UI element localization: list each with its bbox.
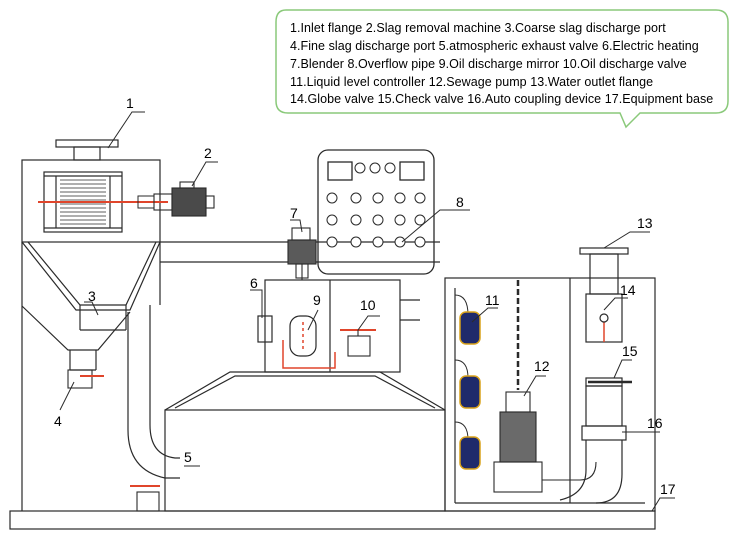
callout-17: 17: [660, 481, 676, 497]
callout-1: 1: [126, 95, 134, 111]
callout-7: 7: [290, 205, 298, 221]
callout-8: 8: [456, 194, 464, 210]
callout-13: 13: [637, 215, 653, 231]
callout-14: 14: [620, 282, 636, 298]
screen-drum-bars: [60, 179, 106, 225]
legend-line-4: 11.Liquid level controller 12.Sewage pum…: [290, 75, 654, 89]
oil-discharge-mirror: [282, 315, 336, 369]
outlet-riser: [559, 247, 632, 504]
callout-11: 11: [485, 292, 500, 308]
callout-3: 3: [88, 288, 96, 304]
callout-6: 6: [250, 275, 258, 291]
fine-slag-valve: [67, 369, 104, 389]
legend-bubble: [275, 9, 729, 129]
callout-5: 5: [184, 449, 192, 465]
callout-15: 15: [622, 343, 638, 359]
blender: [287, 227, 317, 280]
drive-shaft: [38, 195, 168, 209]
legend-line-2: 4.Fine slag discharge port 5.atmospheric…: [290, 39, 699, 53]
motor: [153, 181, 215, 217]
leader-lines: [59, 111, 675, 512]
liquid-level-controllers: [454, 294, 481, 470]
connecting-pipes: [127, 241, 440, 479]
equipment-base: [9, 510, 656, 530]
sewage-compartment: [444, 277, 656, 512]
main-tank: [164, 279, 446, 512]
legend-line-5: 14.Globe valve 15.Check valve 16.Auto co…: [290, 92, 714, 106]
callout-4: 4: [54, 413, 62, 429]
callout-9: 9: [313, 292, 321, 308]
callout-12: 12: [534, 358, 550, 374]
control-panel-buttons: [326, 162, 426, 248]
sewage-pump: [493, 280, 597, 493]
control-panel: [317, 149, 435, 275]
callout-10: 10: [360, 297, 376, 313]
oil-discharge-valve: [340, 329, 376, 357]
legend-line-1: 1.Inlet flange 2.Slag removal machine 3.…: [290, 21, 666, 35]
legend-line-3: 7.Blender 8.Overflow pipe 9.Oil discharg…: [290, 57, 687, 71]
callout-2: 2: [204, 145, 212, 161]
atmospheric-exhaust-valve: [130, 485, 160, 512]
callout-16: 16: [647, 415, 663, 431]
